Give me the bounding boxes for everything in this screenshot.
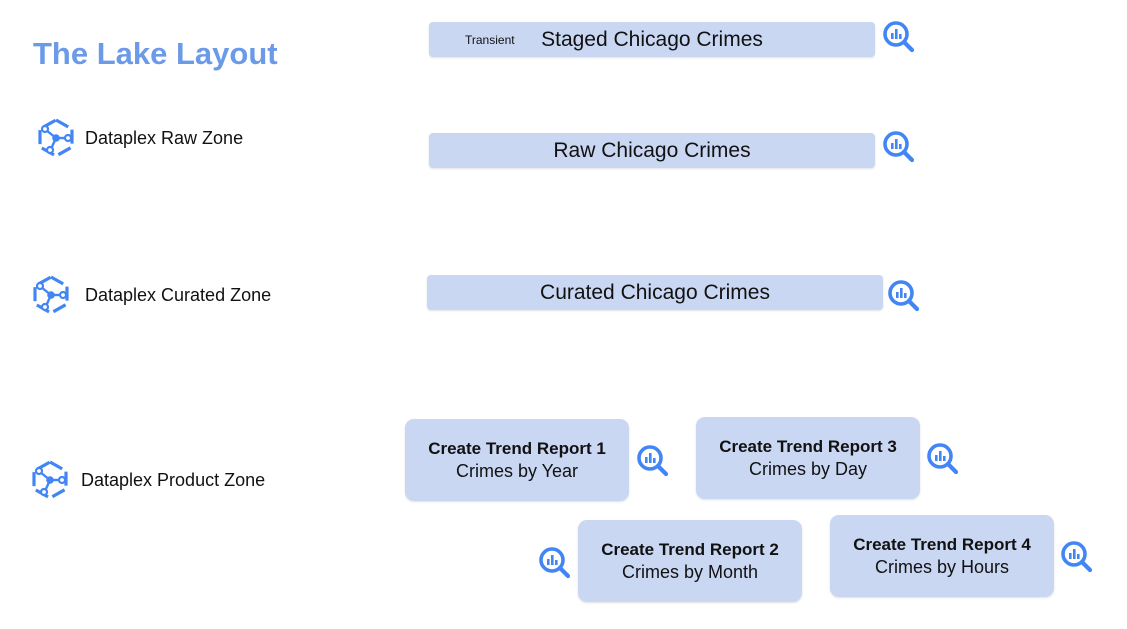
page-title: The Lake Layout bbox=[33, 36, 278, 71]
report-subtitle: Crimes by Hours bbox=[874, 556, 1010, 577]
curated-table-label: Curated Chicago Crimes bbox=[540, 280, 770, 304]
report-subtitle: Crimes by Day bbox=[748, 458, 868, 479]
zone-product: Dataplex Product Zone bbox=[28, 458, 265, 502]
report-subtitle: Crimes by Month bbox=[621, 561, 759, 582]
trend-report-4[interactable]: Create Trend Report 4 Crimes by Hours bbox=[830, 515, 1054, 597]
zone-curated: Dataplex Curated Zone bbox=[29, 273, 271, 317]
zone-curated-label: Dataplex Curated Zone bbox=[85, 284, 272, 305]
curated-table-box[interactable]: Curated Chicago Crimes bbox=[427, 275, 883, 310]
bigquery-icon[interactable] bbox=[886, 278, 920, 312]
staged-table-box[interactable]: Transient Staged Chicago Crimes bbox=[429, 22, 875, 57]
zone-product-label: Dataplex Product Zone bbox=[81, 469, 266, 490]
trend-report-1[interactable]: Create Trend Report 1 Crimes by Year bbox=[405, 419, 629, 501]
report-title: Create Trend Report 4 bbox=[853, 534, 1031, 554]
bigquery-icon[interactable] bbox=[881, 129, 915, 163]
transient-tag: Transient bbox=[465, 32, 515, 47]
bigquery-icon[interactable] bbox=[635, 443, 669, 477]
bigquery-icon[interactable] bbox=[881, 19, 915, 53]
bigquery-icon[interactable] bbox=[925, 441, 959, 475]
report-title: Create Trend Report 1 bbox=[428, 438, 606, 458]
raw-table-label: Raw Chicago Crimes bbox=[553, 138, 751, 162]
report-title: Create Trend Report 3 bbox=[719, 436, 897, 456]
staged-table-label: Staged Chicago Crimes bbox=[541, 27, 763, 51]
dataplex-icon bbox=[28, 458, 72, 502]
bigquery-icon[interactable] bbox=[537, 545, 571, 579]
report-title: Create Trend Report 2 bbox=[601, 539, 779, 559]
raw-table-box[interactable]: Raw Chicago Crimes bbox=[429, 133, 875, 168]
trend-report-3[interactable]: Create Trend Report 3 Crimes by Day bbox=[696, 417, 920, 499]
zone-raw-label: Dataplex Raw Zone bbox=[85, 127, 244, 148]
dataplex-icon bbox=[34, 116, 78, 160]
dataplex-icon bbox=[29, 273, 73, 317]
zone-raw: Dataplex Raw Zone bbox=[34, 116, 243, 160]
bigquery-icon[interactable] bbox=[1059, 539, 1093, 573]
report-subtitle: Crimes by Year bbox=[455, 460, 579, 481]
trend-report-2[interactable]: Create Trend Report 2 Crimes by Month bbox=[578, 520, 802, 602]
